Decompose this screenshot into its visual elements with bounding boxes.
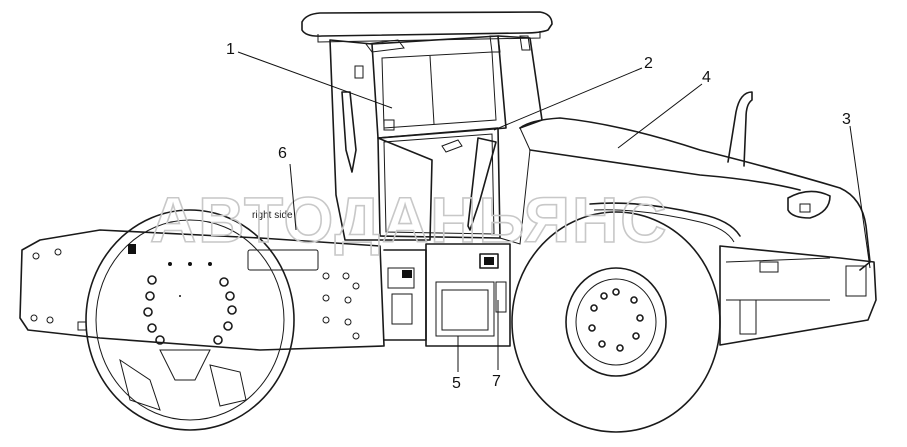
leader-4 [617, 83, 703, 149]
callout-4: 4 [702, 69, 711, 86]
callout-2: 2 [644, 55, 653, 72]
callout-5: 5 [452, 375, 461, 392]
cab [329, 35, 543, 245]
callout-7: 7 [492, 373, 501, 390]
front-frame: right side [19, 210, 385, 351]
leader-2 [493, 67, 643, 131]
front-drum [85, 209, 295, 431]
callout-6: 6 [278, 145, 287, 162]
bolt-circle [143, 262, 237, 345]
side-label: right side [252, 210, 293, 221]
engine-hood [519, 91, 877, 346]
callouts: 1 2 3 4 5 6 7 [226, 41, 851, 392]
leader-lines [237, 51, 871, 372]
callout-1: 1 [226, 41, 235, 58]
leader-3 [849, 125, 871, 269]
leader-6 [289, 163, 297, 231]
side-panel [425, 243, 511, 347]
rear-wheel [511, 211, 721, 433]
leader-1 [237, 51, 393, 109]
watermark: АВТОДАНЬЯНС [150, 184, 668, 256]
callout-3: 3 [842, 111, 851, 128]
articulation [383, 249, 427, 341]
